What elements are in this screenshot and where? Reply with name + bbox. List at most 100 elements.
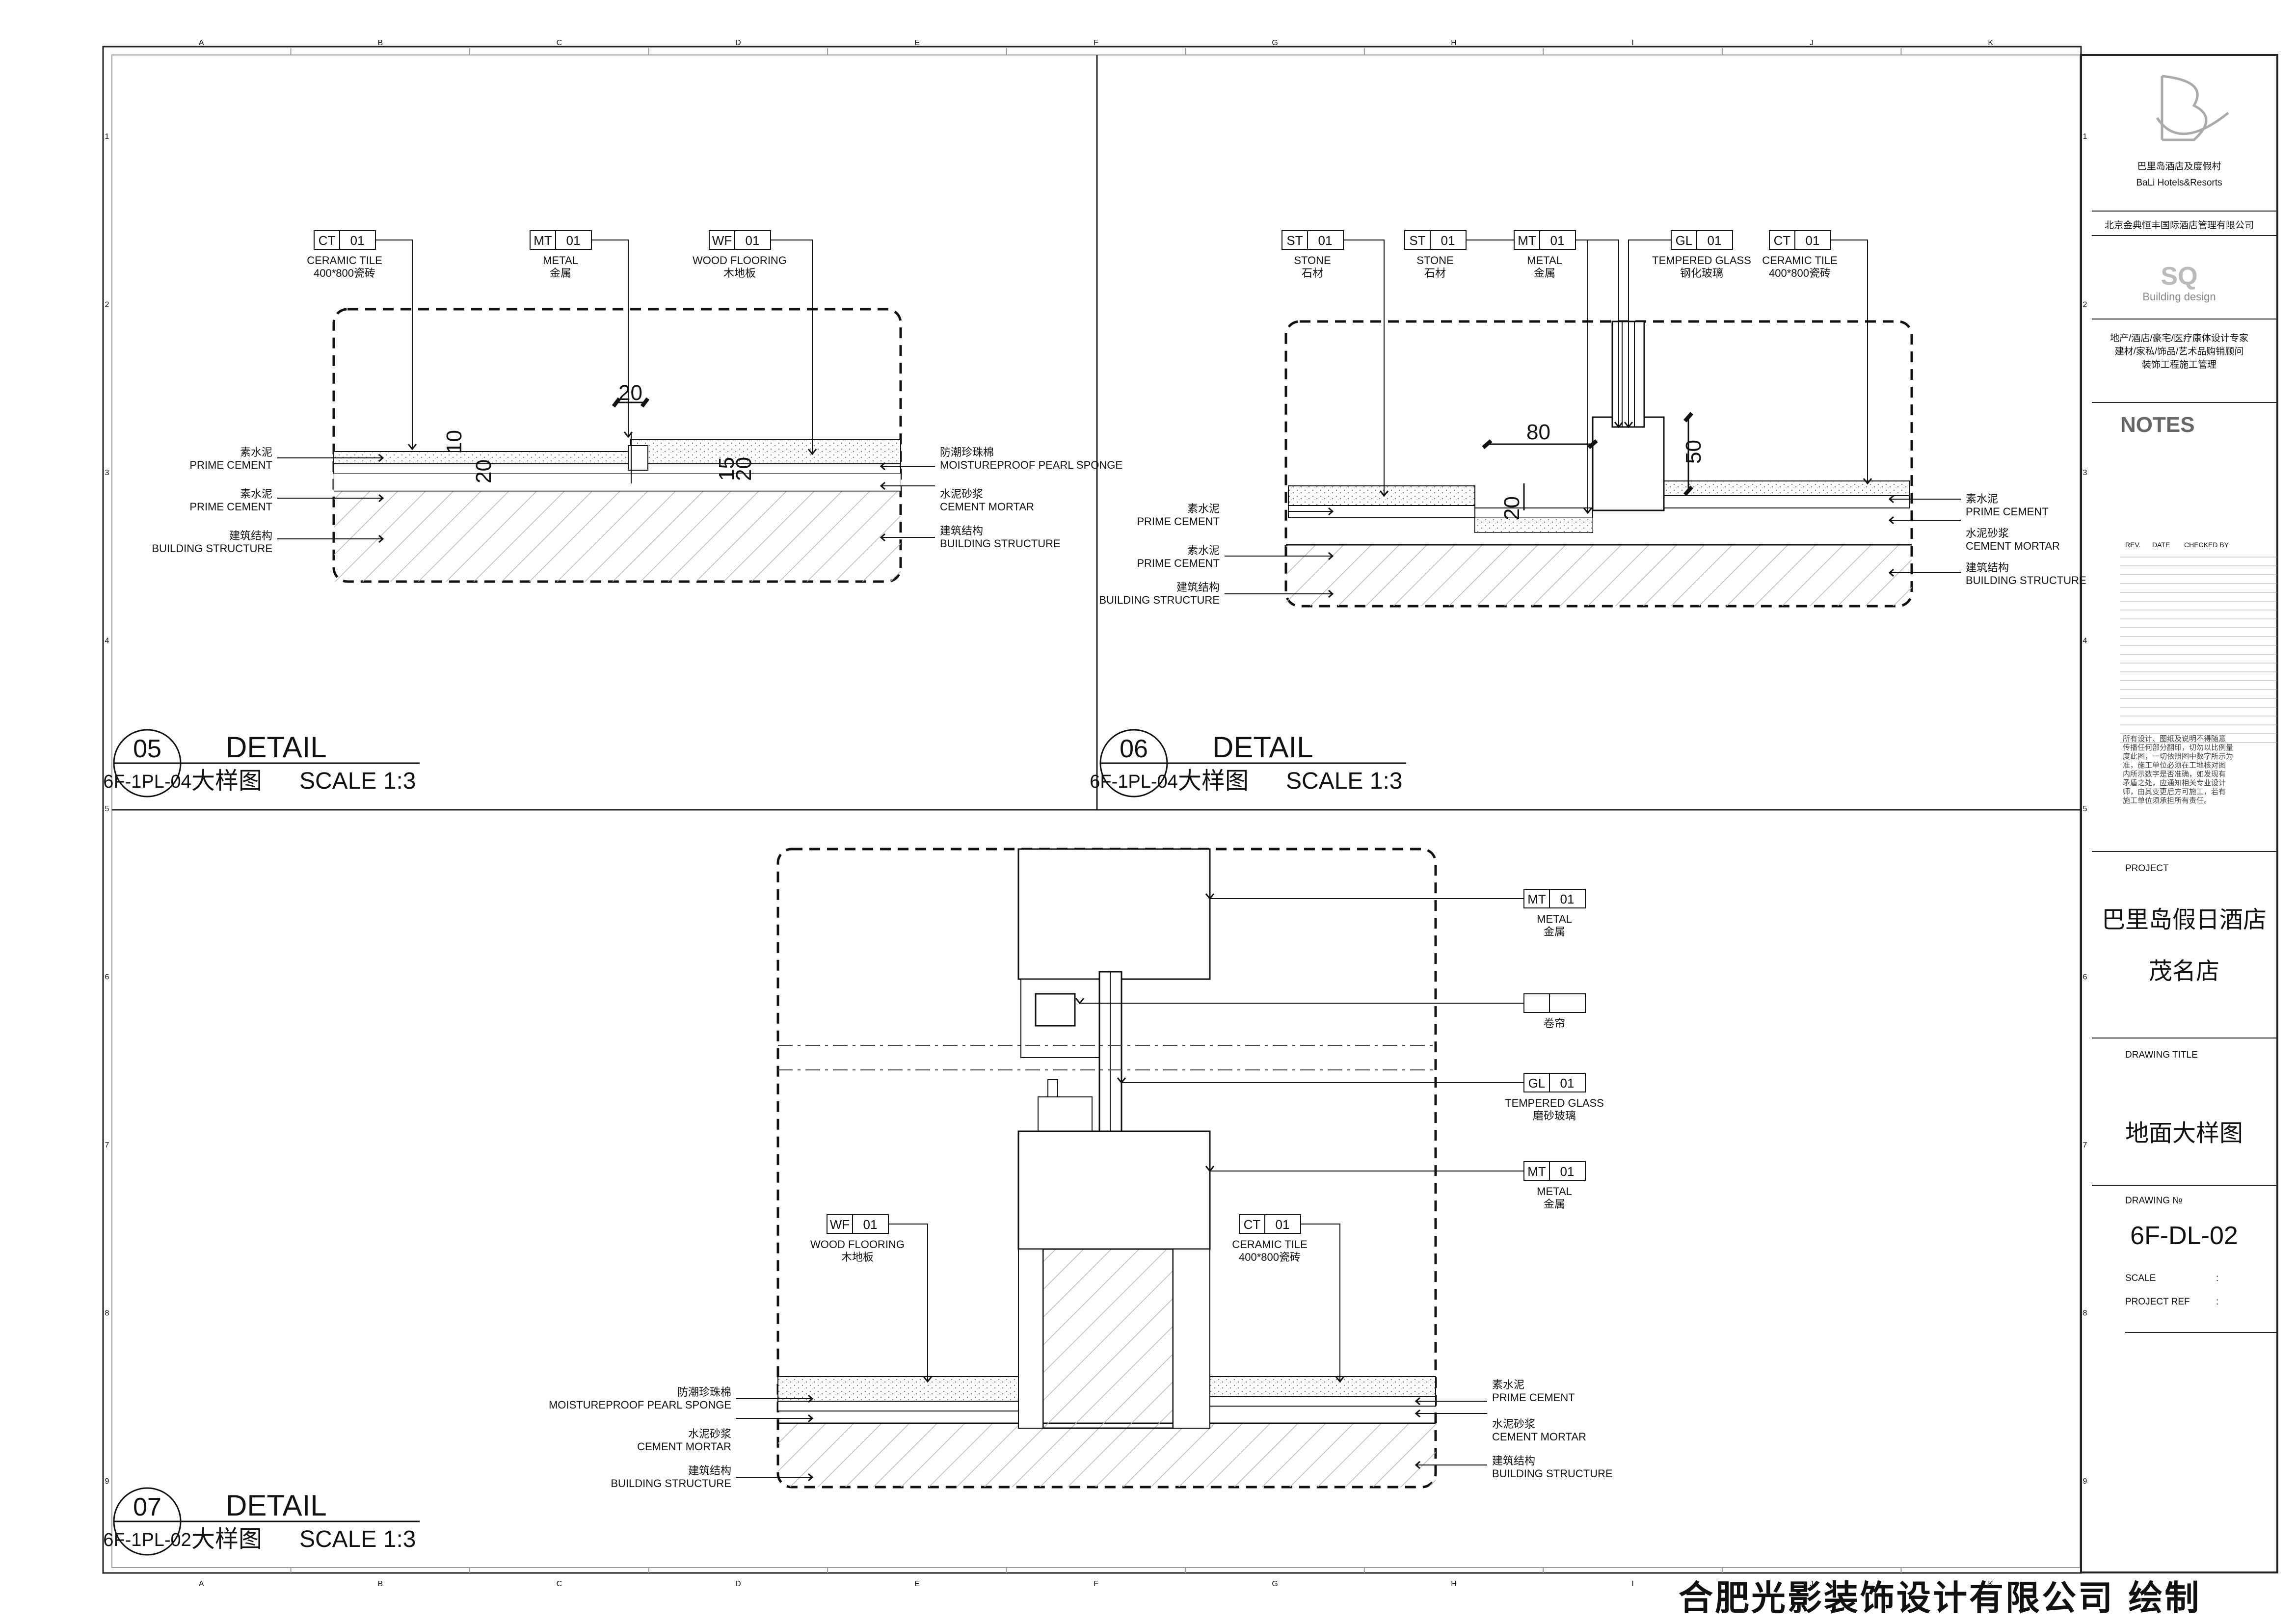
detail-name-cn: 大样图 (191, 1526, 262, 1552)
tag-number: 01 (1318, 233, 1333, 248)
disclaimer-line: 矛盾之处，应通知相关专业设计 (2123, 778, 2226, 787)
grid-col-label: H (1451, 39, 1457, 47)
grid-col-label: D (735, 1580, 741, 1588)
drawing-title-label: DRAWING TITLE (2125, 1050, 2198, 1060)
note-cn: 建筑结构 (1492, 1455, 1535, 1467)
grid-col-label: A (199, 39, 204, 47)
tag-name-en: WOOD FLOORING (693, 254, 787, 266)
dim-label: 20 (618, 381, 642, 405)
note-en: CEMENT MORTAR (1966, 540, 2060, 552)
tag-number: 01 (1550, 233, 1565, 248)
material-tag: 卷帘 (1075, 993, 1586, 1030)
tag-code: MT (534, 233, 552, 248)
grid-col-label: I (1631, 39, 1633, 47)
scale-colon: : (2216, 1273, 2218, 1283)
note-cn: 素水泥 (240, 488, 272, 500)
project-ref-colon: : (2216, 1297, 2218, 1307)
tag-name-cn: 卷帘 (1544, 1017, 1565, 1030)
tag-name-cn: 400*800瓷砖 (1239, 1251, 1301, 1263)
note-en: PRIME CEMENT (189, 459, 272, 471)
detail-title: DETAIL (1212, 731, 1313, 764)
tag-code: GL (1676, 233, 1693, 248)
disclaimer-text: 所有设计、图纸及说明不得随意传播任何部分翻印，切勿以比例量度此图，一切依照图中数… (2123, 734, 2233, 805)
note-cn: 水泥砂浆 (940, 488, 983, 500)
grid-col-label: J (1810, 1580, 1814, 1588)
grid-row-label: 1 (2083, 133, 2087, 141)
disclaimer-line: 师，由其变更后方可施工，若有 (2123, 788, 2226, 796)
tag-code: ST (1286, 233, 1303, 248)
note-en: BUILDING STRUCTURE (152, 542, 272, 555)
grid-row-label: 3 (2083, 469, 2087, 477)
grid-row-label: 7 (105, 1141, 109, 1149)
services-line: 装饰工程施工管理 (2142, 359, 2216, 370)
grid-col-label: F (1094, 39, 1098, 47)
tag-name-en: METAL (1537, 1185, 1572, 1198)
tag-name-cn: 木地板 (841, 1251, 874, 1263)
sq-logo-icon: SQ (2161, 262, 2197, 291)
tag-name-cn: 400*800瓷砖 (314, 267, 375, 279)
note-en: MOISTUREPROOF PEARL SPONGE (940, 459, 1122, 471)
grid-col-label: E (914, 1580, 920, 1588)
tag-name-en: TEMPERED GLASS (1505, 1097, 1604, 1109)
checked-by-col: CHECKED BY (2184, 541, 2229, 549)
grid-col-label: I (1631, 1580, 1633, 1588)
tag-number: 01 (1708, 233, 1722, 248)
services-line: 地产/酒店/豪宅/医疗康体设计专家 (2110, 333, 2248, 344)
note-en: BUILDING STRUCTURE (611, 1477, 731, 1490)
tag-code: GL (1528, 1076, 1546, 1091)
grid-col-label: C (557, 1580, 562, 1588)
tag-name-cn: 石材 (1424, 267, 1446, 279)
grid-col-label: H (1451, 1580, 1457, 1588)
detail-scale: SCALE 1:3 (299, 1526, 416, 1552)
note-en: PRIME CEMENT (189, 501, 272, 513)
grid-row-label: 6 (2083, 973, 2087, 981)
tag-name-en: TEMPERED GLASS (1652, 254, 1751, 266)
grid-col-label: B (377, 1580, 383, 1588)
grid-row-label: 7 (2083, 1141, 2087, 1149)
project-label: PROJECT (2125, 863, 2169, 874)
note-cn: 素水泥 (1966, 493, 1998, 505)
grid-row-label: 1 (105, 133, 109, 141)
detail-scale: SCALE 1:3 (1286, 768, 1402, 794)
detail-07-drawing (776, 848, 1437, 1489)
note-cn: 素水泥 (1492, 1379, 1524, 1391)
brand-name-cn: 巴里岛酒店及度假村 (2137, 161, 2221, 172)
revision-table (2120, 557, 2277, 743)
tag-name-en: STONE (1416, 254, 1453, 266)
tag-number: 01 (350, 233, 365, 248)
note-en: BUILDING STRUCTURE (1492, 1467, 1613, 1480)
note-en: BUILDING STRUCTURE (1099, 594, 1220, 606)
tag-code: MT (1518, 233, 1536, 248)
note-cn: 素水泥 (240, 446, 272, 458)
note-cn: 建筑结构 (1176, 581, 1220, 593)
services-line: 建材/家私/饰品/艺术品购销顾问 (2115, 346, 2244, 357)
sheet-frame (102, 46, 2278, 1574)
tag-number: 01 (746, 233, 760, 248)
dim-label: 20 (1500, 496, 1524, 520)
disclaimer-line: 所有设计、图纸及说明不得随意 (2123, 734, 2226, 743)
tag-name-en: WOOD FLOORING (810, 1238, 905, 1251)
tag-name-cn: 金属 (1544, 926, 1565, 938)
note-cn: 素水泥 (1187, 544, 1220, 557)
detail-ref: 6F-1PL-04 (1090, 772, 1178, 792)
